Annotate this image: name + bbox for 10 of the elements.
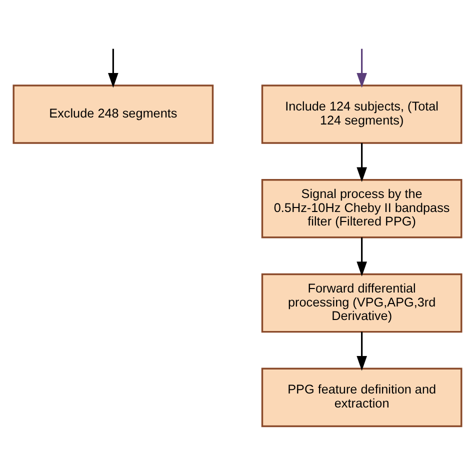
arrow — [356, 237, 366, 276]
node-box: Include 124 subjects, (Total 124 segments) — [260, 84, 462, 144]
node-box: Exclude 248 segments — [12, 84, 214, 144]
node-box: Signal process by the 0.5Hz-10Hz Cheby II bandpass filter (Filtered PPG) — [260, 179, 462, 238]
arrow — [108, 48, 118, 88]
arrow — [356, 48, 366, 88]
node-box: Forward differential processing (VPG,APG,3rd Derivative) — [260, 273, 462, 333]
arrow — [356, 143, 366, 182]
arrow — [356, 332, 366, 371]
node-box: PPG feature definition and extraction — [260, 368, 462, 428]
